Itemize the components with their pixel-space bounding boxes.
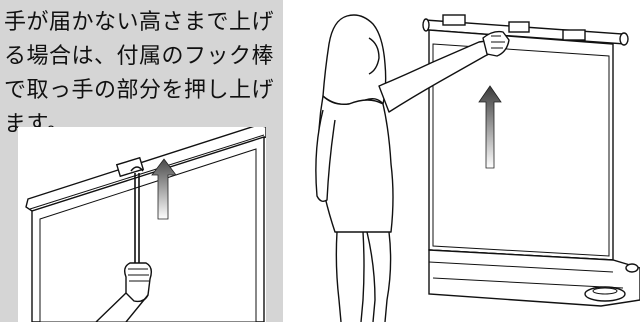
screen-base-case <box>428 249 640 307</box>
screen-surface <box>39 148 257 322</box>
screen-lift-svg <box>315 14 640 322</box>
woman-figure <box>315 14 510 322</box>
screen-top-bar <box>422 14 629 46</box>
hook-tip <box>130 166 144 172</box>
top-handle <box>508 21 530 33</box>
screen-handle <box>115 156 145 178</box>
sleeve <box>95 292 149 322</box>
up-arrow-icon <box>478 85 502 169</box>
up-arrow-icon <box>151 158 177 220</box>
hook-rod-illustration <box>18 127 266 322</box>
housing-edge <box>29 134 265 210</box>
instruction-text: 手が届かない高さまで上げ る場合は、付属のフック棒 で取っ手の部分を押し上げ ま… <box>4 10 275 137</box>
instruction-panel: 手が届かない高さまで上げ る場合は、付属のフック棒 で取っ手の部分を押し上げ ま… <box>0 0 283 322</box>
hand <box>123 262 153 303</box>
screen-housing <box>25 127 266 212</box>
hook-rod-svg <box>25 127 266 322</box>
screen-lift-illustration <box>283 0 640 322</box>
